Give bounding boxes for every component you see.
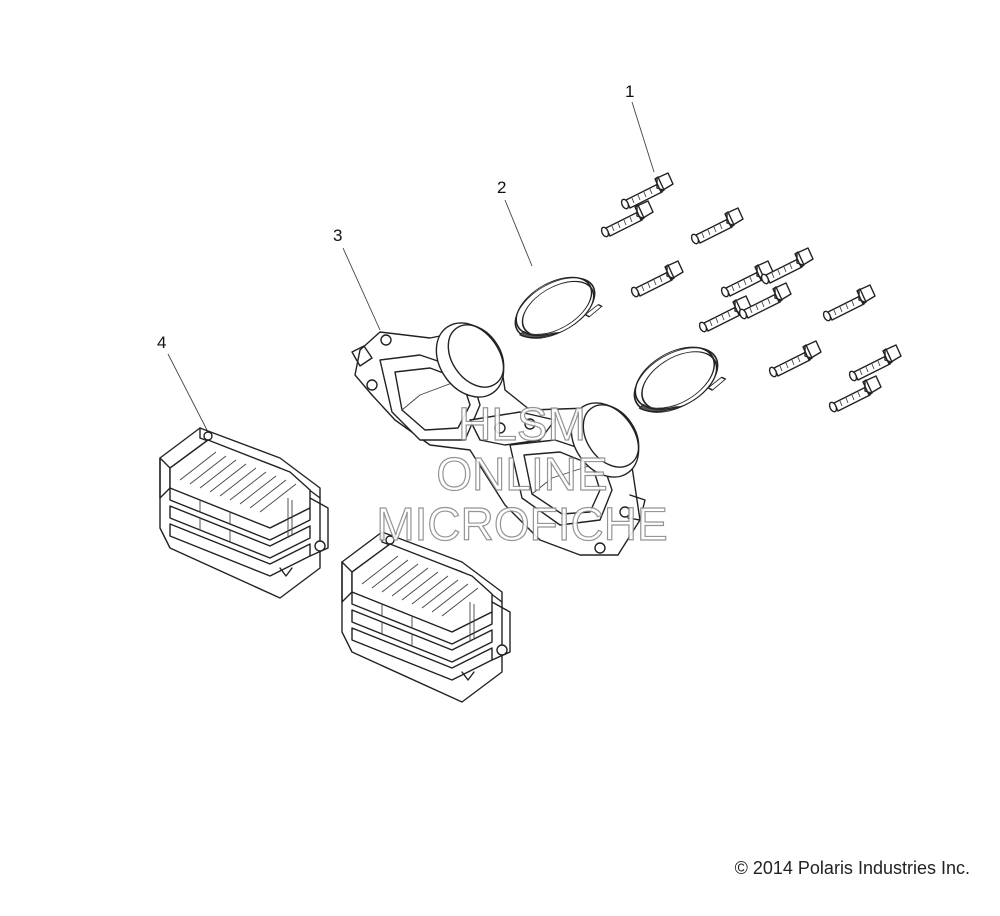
watermark-line-3: MICROFICHE [376, 498, 667, 550]
copyright-notice: © 2014 Polaris Industries Inc. [734, 858, 970, 878]
callout-label: 3 [333, 226, 342, 245]
callout-4: 4 [157, 333, 208, 431]
callout-1: 1 [625, 82, 655, 173]
callout-3: 3 [333, 226, 381, 331]
callout-label: 4 [157, 333, 166, 352]
callout-2: 2 [497, 178, 533, 267]
callout-label: 1 [625, 82, 634, 101]
watermark-line-1: HLSM [458, 398, 586, 450]
watermark: HLSM ONLINE MICROFICHE [376, 397, 669, 550]
callout-label: 2 [497, 178, 506, 197]
watermark-line-2: ONLINE [436, 448, 607, 500]
intake-boot-icon [351, 322, 646, 556]
